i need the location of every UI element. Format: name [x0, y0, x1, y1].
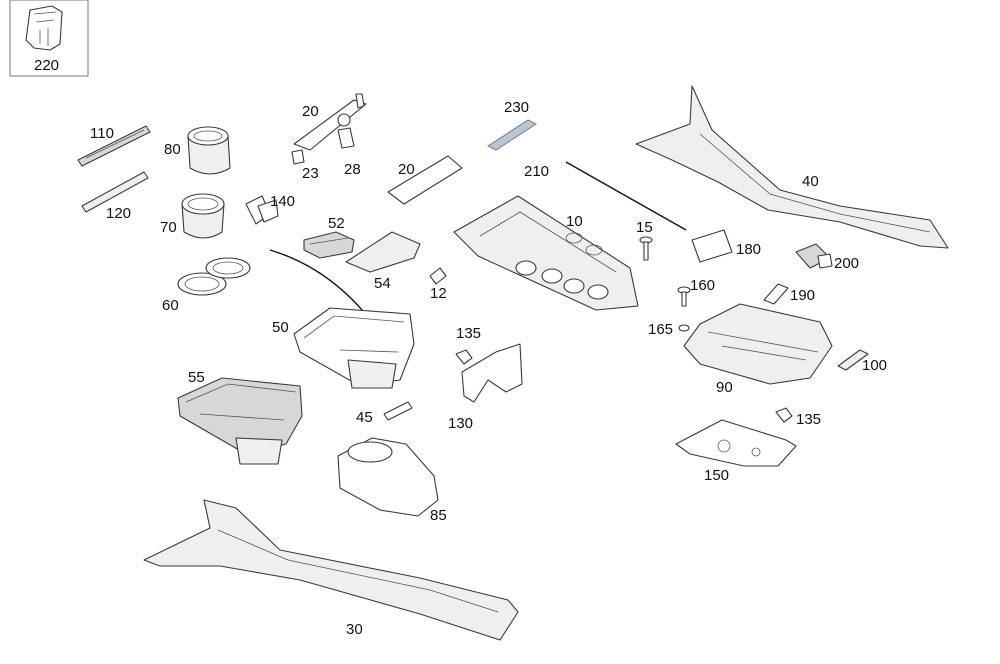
callout-15[interactable]: 15: [636, 219, 653, 236]
callout-150[interactable]: 150: [704, 467, 729, 484]
part-120-trim-strip: [81, 171, 149, 213]
callout-135-upper[interactable]: 135: [456, 325, 481, 342]
part-45-clip: [383, 401, 413, 421]
callout-120[interactable]: 120: [106, 205, 131, 222]
part-70-cup-holder: [181, 193, 225, 239]
callout-140[interactable]: 140: [270, 193, 295, 210]
part-85-holder: [337, 437, 439, 517]
callout-80[interactable]: 80: [164, 141, 181, 158]
part-200-switch: [795, 243, 833, 269]
part-28-bracket: [337, 127, 355, 149]
part-80-cup-insert: [187, 126, 231, 175]
callout-54[interactable]: 54: [374, 275, 391, 292]
callout-200[interactable]: 200: [834, 255, 859, 272]
callout-165[interactable]: 165: [648, 321, 673, 338]
part-135-nut-lower: [775, 407, 793, 423]
callout-10[interactable]: 10: [566, 213, 583, 230]
callout-28[interactable]: 28: [344, 161, 361, 178]
part-150-plate: [675, 419, 797, 467]
part-30-lower-trim: [143, 499, 519, 641]
part-160-screw: [677, 286, 691, 307]
part-50-storage-tray: [293, 307, 415, 389]
callout-60[interactable]: 60: [162, 297, 179, 314]
part-100-strip: [837, 349, 869, 371]
part-140-socket: [245, 195, 279, 225]
part-90-control-unit: [683, 303, 833, 385]
callout-100[interactable]: 100: [862, 357, 887, 374]
part-20-mat-lower: [387, 155, 463, 205]
leader-210: [565, 161, 687, 231]
callout-40[interactable]: 40: [802, 173, 819, 190]
callout-220[interactable]: 220: [34, 57, 59, 74]
callout-45[interactable]: 45: [356, 409, 373, 426]
part-230-pad: [486, 119, 538, 151]
part-180-cap: [691, 229, 733, 263]
part-12-clip: [429, 267, 447, 285]
part-15-screw: [639, 236, 653, 261]
part-23-clip: [291, 149, 305, 165]
callout-230[interactable]: 230: [504, 99, 529, 116]
part-55-tray-assembly: [177, 377, 303, 465]
part-165-washer: [678, 324, 690, 332]
callout-20-lower[interactable]: 20: [398, 161, 415, 178]
part-40-trim-panel: [635, 85, 949, 249]
callout-30[interactable]: 30: [346, 621, 363, 638]
part-130-bracket: [461, 343, 523, 403]
callout-210[interactable]: 210: [524, 163, 549, 180]
inset-220: 220: [9, 0, 89, 77]
callout-70[interactable]: 70: [160, 219, 177, 236]
callout-52[interactable]: 52: [328, 215, 345, 232]
callout-55[interactable]: 55: [188, 369, 205, 386]
callout-110[interactable]: 110: [90, 125, 114, 142]
callout-50[interactable]: 50: [272, 319, 289, 336]
part-220-clip: [25, 5, 63, 51]
part-54-cover: [345, 231, 421, 273]
part-10-console-trim: [453, 195, 639, 311]
callout-130[interactable]: 130: [448, 415, 473, 432]
callout-85[interactable]: 85: [430, 507, 447, 524]
callout-180[interactable]: 180: [736, 241, 761, 258]
part-135-nut-upper: [455, 349, 473, 365]
part-20-bracket-upper: [293, 93, 367, 151]
callout-20-upper[interactable]: 20: [302, 103, 319, 120]
part-110-trim-strip: [77, 125, 151, 167]
callout-190[interactable]: 190: [790, 287, 815, 304]
callout-12[interactable]: 12: [430, 285, 447, 302]
callout-160[interactable]: 160: [690, 277, 715, 294]
part-190-ring: [763, 283, 789, 305]
callout-90[interactable]: 90: [716, 379, 733, 396]
part-52-module: [303, 231, 355, 259]
callout-23[interactable]: 23: [302, 165, 319, 182]
callout-135-lower[interactable]: 135: [796, 411, 821, 428]
part-60-ring-mat: [177, 257, 251, 296]
